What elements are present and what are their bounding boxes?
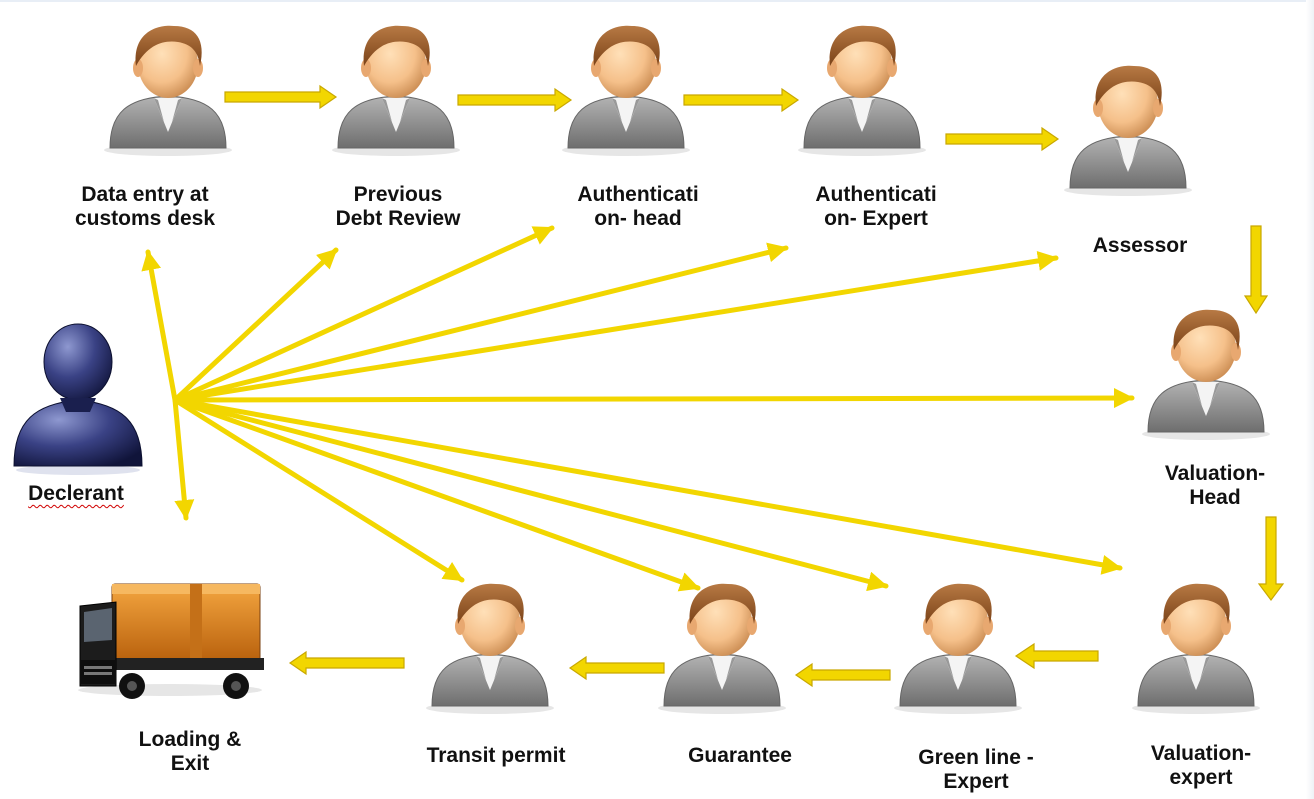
arrow-data-entry-to-previous-debt	[224, 84, 338, 110]
label-line: Valuation-	[1150, 742, 1252, 765]
label-line: customs desk	[74, 207, 216, 230]
label-line: Authenticati	[815, 183, 937, 206]
label-line: Loading &	[138, 728, 242, 751]
label-line: expert	[1169, 766, 1233, 789]
arrow-declarant-to-data-entry	[141, 249, 178, 403]
arrow-green-line-to-guarantee	[794, 662, 891, 688]
right-edge	[1306, 0, 1314, 799]
arrow-declarant-to-valuation-expert	[172, 397, 1123, 575]
officer-icon	[425, 583, 555, 715]
officer-icon	[561, 25, 691, 157]
node-label-green-line: Green line - Expert	[896, 746, 1056, 794]
node-label-guarantee: Guarantee	[660, 744, 820, 768]
arrow-auth-expert-to-assessor	[945, 126, 1060, 152]
arrow-declarant-to-previous-debt	[172, 247, 339, 403]
node-label-valuation-expert: Valuation- expert	[1126, 742, 1276, 790]
arrow-declarant-to-assessor	[172, 250, 1059, 403]
label-line: Assessor	[1092, 234, 1188, 257]
arrow-declarant-to-guarantee	[172, 397, 701, 592]
label-line: Guarantee	[688, 744, 792, 767]
truck-icon	[78, 583, 264, 699]
label-line: Previous	[353, 183, 443, 206]
node-label-assessor: Assessor	[1070, 234, 1210, 258]
label-line: Debt Review	[335, 207, 461, 230]
officer-icon	[103, 25, 233, 157]
officer-icon	[893, 583, 1023, 715]
officer-icon	[797, 25, 927, 157]
declarant-icon	[13, 323, 143, 475]
label-line: on- head	[594, 207, 682, 230]
top-edge	[0, 0, 1314, 2]
arrow-transit-to-loading	[288, 650, 405, 676]
node-label-previous-debt: Previous Debt Review	[318, 183, 478, 231]
label-line: Green line -	[918, 746, 1034, 769]
label-line: Declerant	[28, 482, 124, 505]
node-label-valuation-head: Valuation- Head	[1140, 462, 1290, 510]
officer-icon	[1141, 309, 1271, 441]
node-label-transit: Transit permit	[406, 744, 586, 768]
arrow-declarant-to-auth-expert	[172, 242, 789, 403]
label-line: Data entry at	[81, 183, 209, 206]
arrow-declarant-to-green-line	[172, 397, 889, 592]
arrow-valuation-head-to-valuation-expert	[1257, 516, 1285, 601]
arrow-declarant-to-auth-head	[172, 225, 555, 403]
arrow-previous-debt-to-auth-head	[457, 87, 573, 113]
declarant-arrows	[141, 225, 1135, 592]
label-line: Head	[1189, 486, 1241, 509]
label-line: Authenticati	[577, 183, 699, 206]
arrow-valuation-expert-to-green-line	[1014, 642, 1099, 670]
label-line: Valuation-	[1164, 462, 1266, 485]
arrow-declarant-to-valuation-head	[172, 388, 1135, 409]
node-label-data-entry: Data entry at customs desk	[60, 183, 230, 231]
officer-icon	[331, 25, 461, 157]
flow-arrows	[224, 84, 1285, 688]
officer-icon	[1131, 583, 1261, 715]
node-label-auth-head: Authenticati on- head	[558, 183, 718, 231]
label-line: Transit permit	[426, 744, 566, 767]
arrow-declarant-to-loading	[172, 397, 195, 521]
label-line: on- Expert	[824, 207, 928, 230]
officer-icon	[1063, 65, 1193, 197]
label-line: Expert	[943, 770, 1009, 793]
arrow-auth-head-to-auth-expert	[683, 87, 800, 113]
officer-icon	[657, 583, 787, 715]
node-label-loading: Loading & Exit	[120, 728, 260, 776]
node-label-declarant: Declerant	[6, 482, 146, 506]
arrow-declarant-to-transit	[172, 397, 465, 583]
arrow-guarantee-to-transit	[568, 655, 665, 681]
node-label-auth-expert: Authenticati on- Expert	[796, 183, 956, 231]
label-line: Exit	[170, 752, 210, 775]
arrow-assessor-to-valuation-head	[1243, 225, 1269, 315]
